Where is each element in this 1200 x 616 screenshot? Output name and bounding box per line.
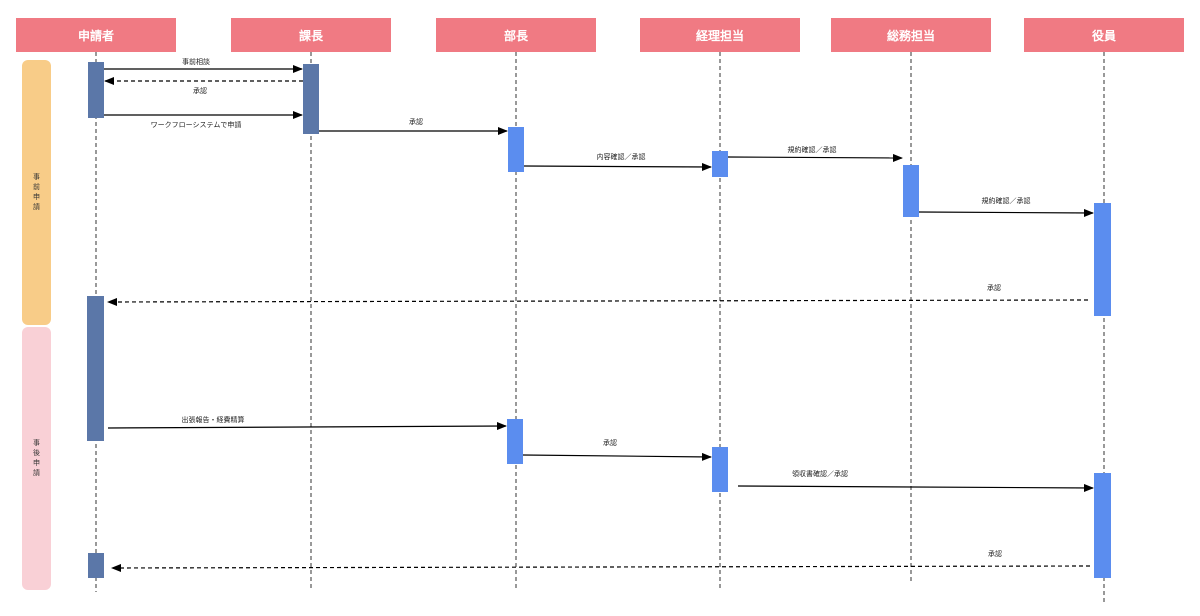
participant-header-applicant: 申請者 bbox=[16, 18, 176, 52]
phase-band-pre: 事前申請 bbox=[22, 60, 51, 325]
activation-general-affairs bbox=[903, 165, 919, 217]
message-arrow bbox=[727, 153, 903, 162]
message-label: 承認 bbox=[193, 87, 207, 95]
participant-label: 経理担当 bbox=[695, 28, 744, 43]
message-label: 承認 bbox=[987, 284, 1001, 292]
participant-label: 役員 bbox=[1091, 28, 1116, 43]
message-arrow bbox=[107, 297, 1089, 306]
message-arrow bbox=[107, 422, 507, 431]
participant-header-section-chief: 課長 bbox=[231, 18, 391, 52]
participant-label: 総務担当 bbox=[886, 28, 935, 43]
phase-band-post: 事後申請 bbox=[22, 327, 51, 590]
message-arrow bbox=[918, 208, 1094, 217]
message-label: 事前相談 bbox=[182, 58, 210, 66]
message-label: 出張報告・経費精算 bbox=[181, 416, 245, 424]
phase-label: 事後申請 bbox=[32, 438, 41, 479]
message-arrow bbox=[111, 563, 1091, 572]
message-label: ワークフローシステムで申請 bbox=[150, 121, 242, 129]
participant-label: 部長 bbox=[503, 28, 528, 43]
participant-header-general-affairs: 総務担当 bbox=[831, 18, 991, 52]
activation-section-chief bbox=[303, 64, 319, 134]
message-label: 規約確認／承認 bbox=[787, 146, 837, 154]
participant-label: 申請者 bbox=[77, 28, 114, 43]
message-label: 領収書確認／承認 bbox=[792, 470, 848, 478]
message-label: 承認 bbox=[988, 550, 1002, 558]
message-label: 内容確認／承認 bbox=[596, 153, 646, 161]
phase-label: 事前申請 bbox=[32, 172, 41, 213]
activation-accounting bbox=[712, 447, 728, 492]
message-label: 承認 bbox=[409, 118, 423, 126]
participant-header-executive: 役員 bbox=[1024, 18, 1184, 52]
activation-applicant bbox=[88, 62, 104, 118]
activation-executive bbox=[1094, 203, 1111, 316]
activation-applicant bbox=[88, 553, 104, 578]
message-arrow bbox=[523, 162, 712, 171]
activation-accounting bbox=[712, 151, 728, 177]
message-arrow bbox=[522, 452, 712, 461]
message-arrow bbox=[737, 483, 1094, 492]
participant-header-department-head: 部長 bbox=[436, 18, 596, 52]
activation-executive bbox=[1094, 473, 1111, 578]
participant-header-accounting: 経理担当 bbox=[640, 18, 800, 52]
activation-department-head bbox=[508, 127, 524, 172]
participant-label: 課長 bbox=[298, 28, 323, 43]
activation-applicant bbox=[87, 296, 104, 441]
message-label: 規約確認／承認 bbox=[981, 197, 1031, 205]
message-label: 承認 bbox=[603, 439, 617, 447]
activation-department-head bbox=[507, 419, 523, 464]
